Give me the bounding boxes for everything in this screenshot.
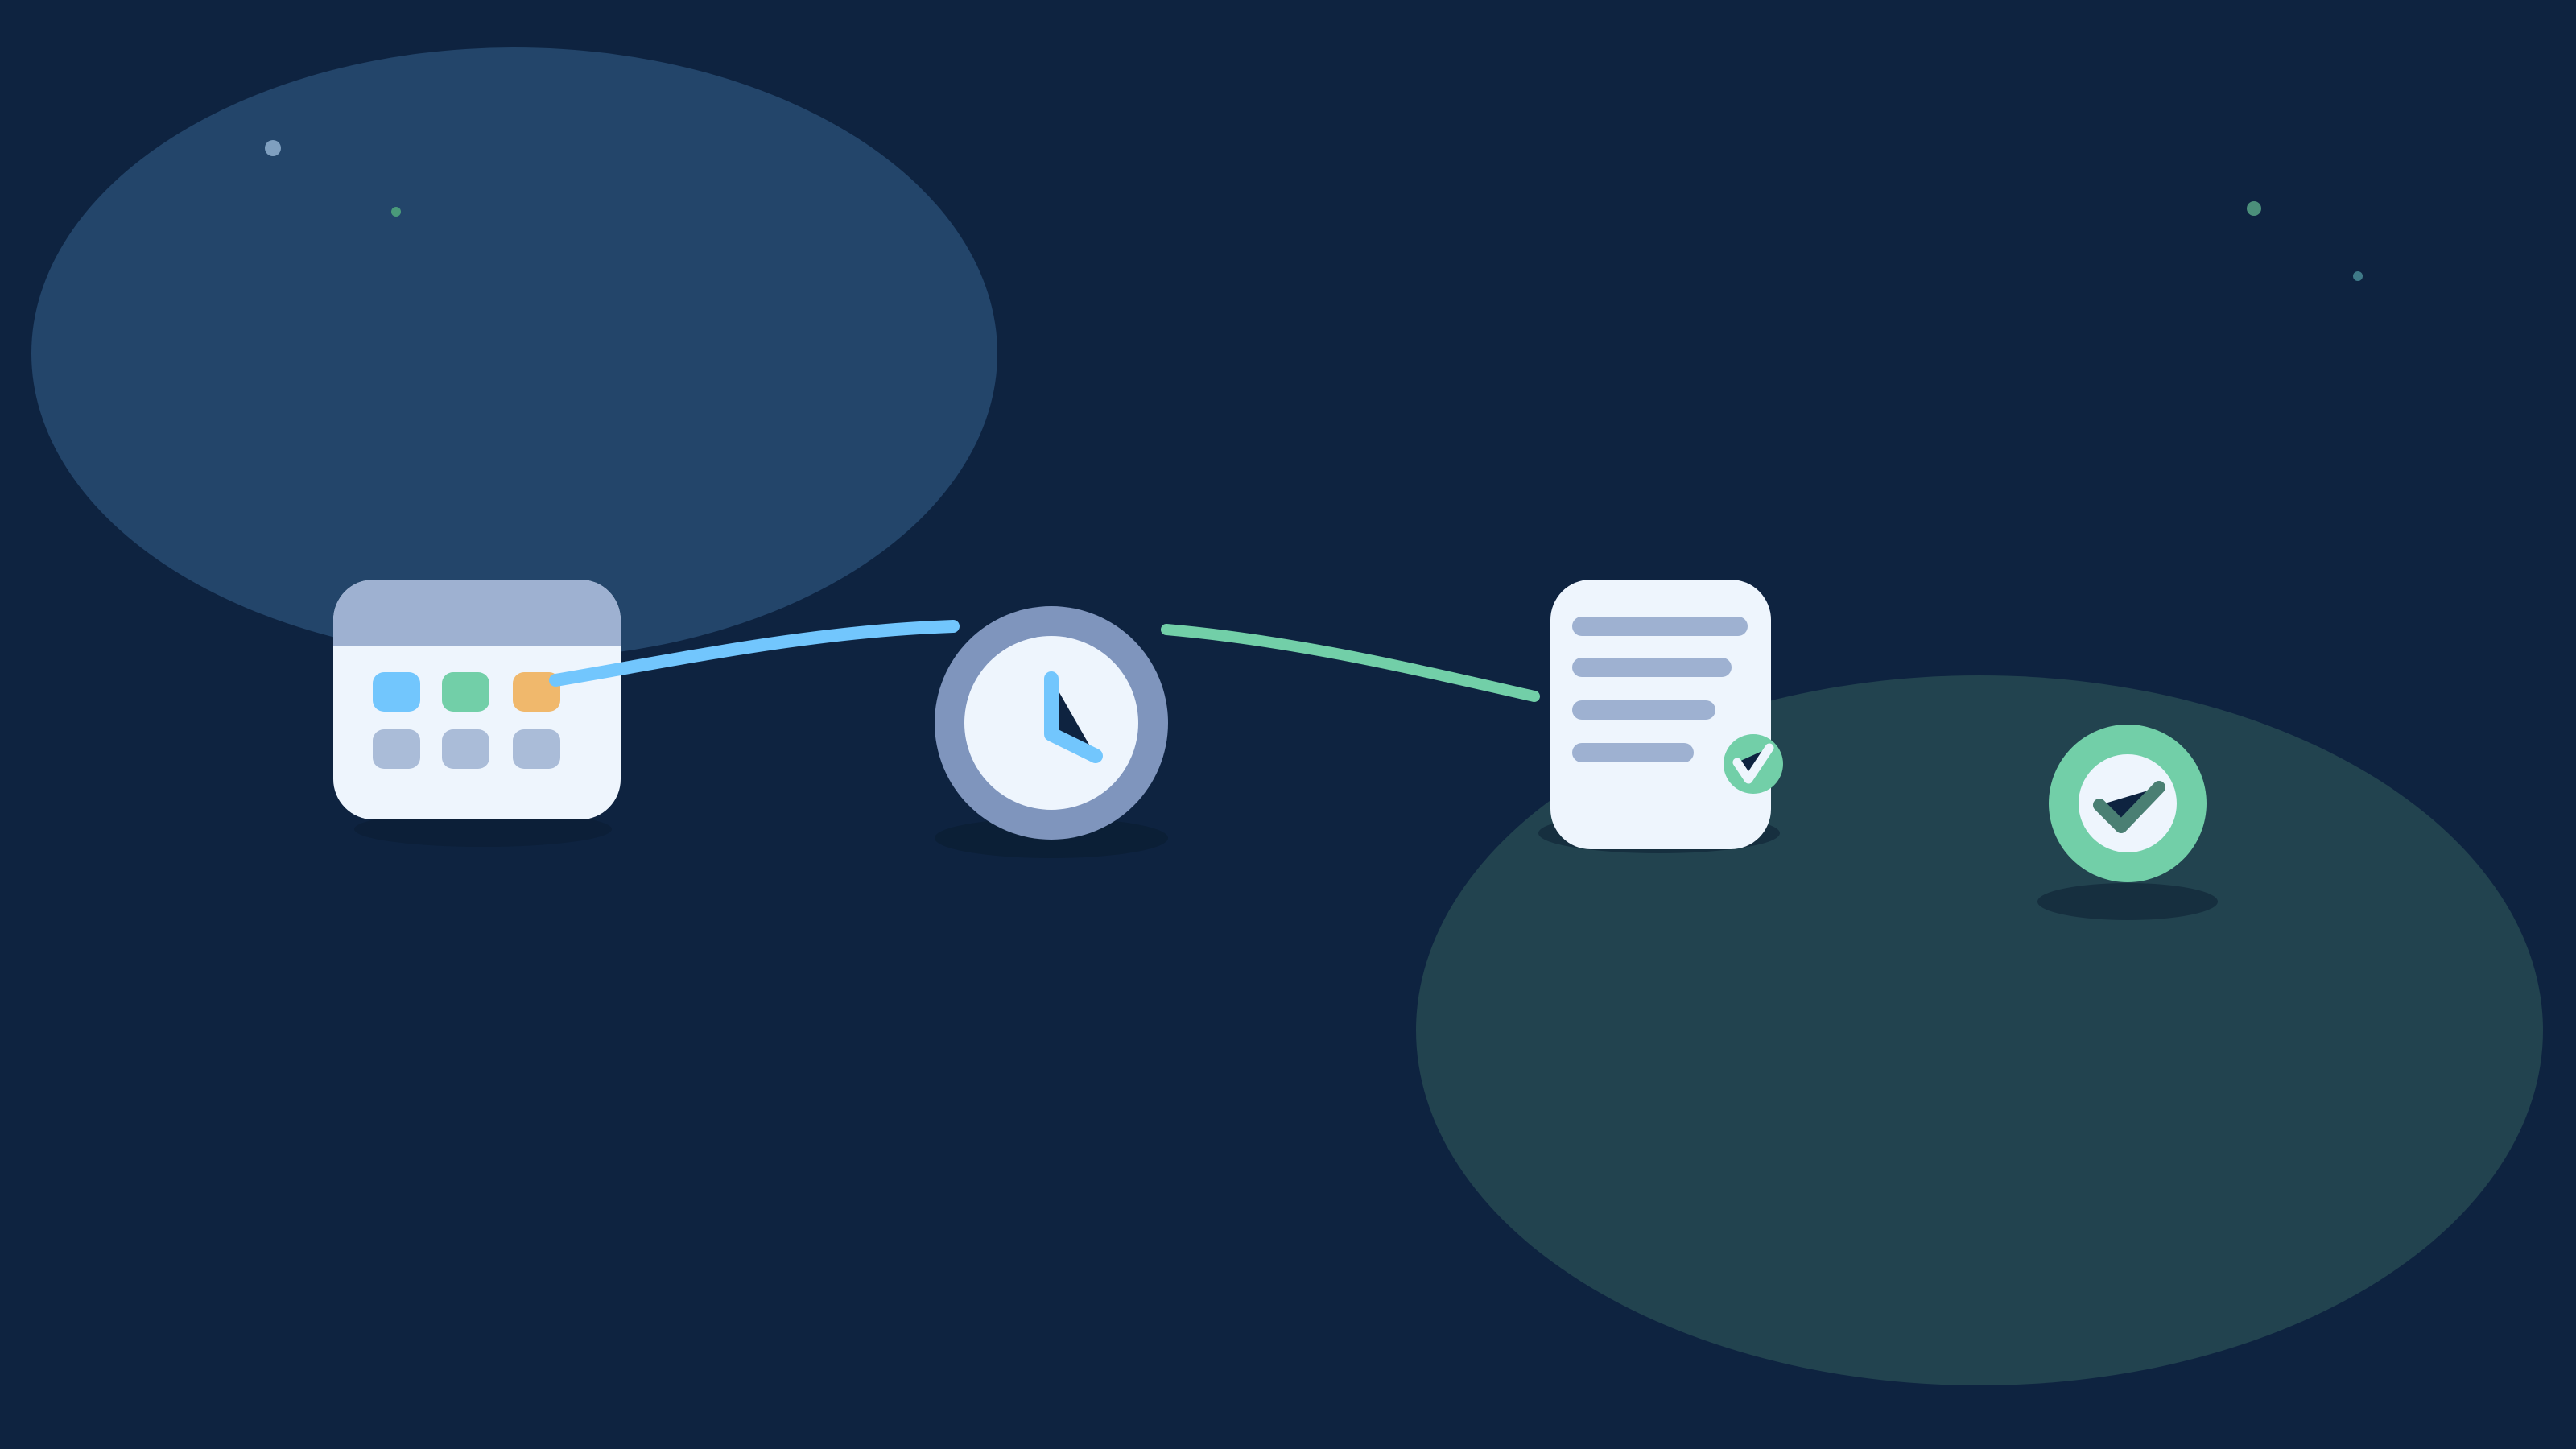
connector-line-blue [549,620,960,687]
connector-line-green [1161,624,1540,702]
calendar-cell [442,729,489,769]
calendar-cell [373,729,420,769]
check-badge-icon [2049,724,2207,882]
calendar-cell [373,672,420,712]
decor-dot [2353,271,2363,281]
decor-dot [391,207,401,217]
calendar-icon [333,580,621,819]
calendar-cell [513,672,560,712]
decor-dot [265,140,281,156]
background-blob-blue [31,47,997,659]
background-blob-teal [1416,675,2543,1385]
small-check-badge-icon [1724,734,1783,794]
badge-shadow [2037,883,2218,920]
document-icon [1550,580,1771,849]
clock-icon [935,606,1168,840]
calendar-cell [513,729,560,769]
calendar-shadow [354,811,612,847]
calendar-cell [442,672,489,712]
decor-dot [2247,201,2261,216]
